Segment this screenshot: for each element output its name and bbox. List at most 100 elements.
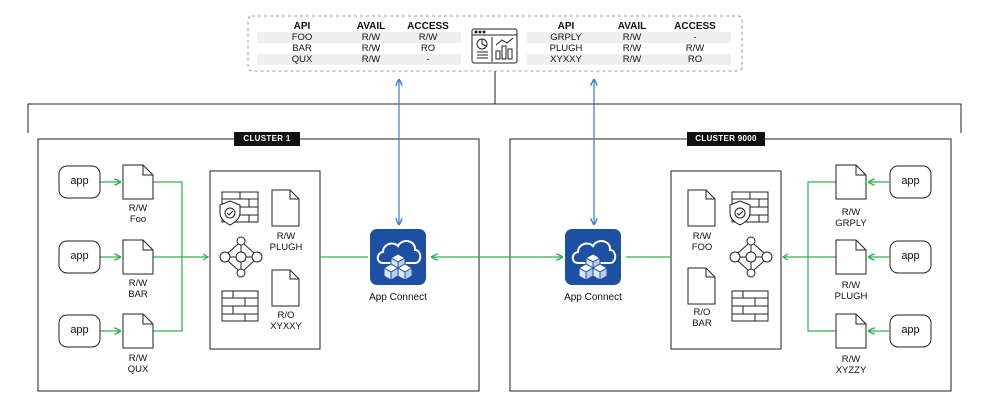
table-cell: - bbox=[693, 32, 697, 43]
column-header-avail: AVAIL bbox=[617, 21, 647, 32]
doc-access: R/W bbox=[128, 203, 148, 214]
doc-access: R/O bbox=[277, 310, 295, 321]
brick-wall-shield-icon bbox=[219, 191, 259, 226]
app-box bbox=[58, 240, 101, 274]
document-icon bbox=[835, 164, 867, 200]
gateway-doc-label: R/W FOO bbox=[676, 231, 728, 253]
gateway-doc-label: R/W PLUGH bbox=[260, 231, 312, 253]
network-router-icon bbox=[219, 236, 263, 278]
document-icon bbox=[271, 189, 300, 227]
app-label[interactable]: app bbox=[901, 324, 920, 336]
column-header-api: API bbox=[557, 21, 575, 32]
table-row: QUX R/W - bbox=[257, 54, 461, 65]
table-cell: GRPLY bbox=[550, 32, 582, 43]
doc-api: BAR bbox=[692, 318, 712, 329]
table-cell: FOO bbox=[291, 32, 313, 43]
document-icon bbox=[687, 189, 716, 227]
document-icon bbox=[835, 313, 867, 349]
doc-label: R/W XYZZY bbox=[826, 354, 876, 376]
table-cell: R/W bbox=[361, 32, 381, 43]
table-row: BAR R/W RO bbox=[257, 43, 461, 54]
doc-api: PLUGH bbox=[834, 291, 868, 302]
table-row: FOO R/W R/W bbox=[257, 32, 461, 43]
doc-label: R/W QUX bbox=[113, 353, 163, 375]
app-label[interactable]: app bbox=[901, 250, 920, 262]
dashboard-icon bbox=[471, 28, 518, 64]
app-box bbox=[889, 314, 932, 348]
document-icon bbox=[271, 269, 300, 307]
table-cell: R/W bbox=[622, 32, 642, 43]
brick-wall-icon bbox=[731, 290, 769, 322]
table-cell: RO bbox=[687, 54, 703, 65]
table-cell: RO bbox=[420, 43, 436, 54]
document-icon bbox=[122, 239, 154, 275]
document-icon bbox=[122, 164, 154, 200]
doc-access: R/W bbox=[692, 231, 712, 242]
doc-api: FOO bbox=[691, 242, 713, 253]
doc-access: R/W bbox=[841, 280, 861, 291]
doc-api: BAR bbox=[128, 289, 148, 300]
column-header-access: ACCESS bbox=[407, 21, 449, 32]
doc-api: QUX bbox=[127, 364, 149, 375]
api-table-left: API AVAIL ACCESS FOO R/W R/W BAR R/W RO … bbox=[257, 21, 461, 65]
document-icon bbox=[687, 267, 716, 305]
doc-access: R/W bbox=[841, 207, 861, 218]
doc-api: GRPLY bbox=[835, 218, 867, 229]
document-icon bbox=[122, 313, 154, 349]
table-cell: R/W bbox=[622, 54, 642, 65]
app-box bbox=[58, 165, 101, 199]
app-connect-cubes-icon bbox=[565, 229, 621, 285]
document-icon bbox=[835, 239, 867, 275]
table-cell: XYXXY bbox=[550, 54, 582, 65]
gateway-doc-label: R/O XYXXY bbox=[260, 310, 312, 332]
table-cell: - bbox=[426, 54, 430, 65]
app-label[interactable]: app bbox=[70, 250, 89, 262]
table-row: XYXXY R/W RO bbox=[527, 54, 731, 65]
doc-api: XYZZY bbox=[835, 365, 867, 376]
gateway-doc-label: R/O BAR bbox=[676, 307, 728, 329]
app-box bbox=[58, 314, 101, 348]
doc-access: R/W bbox=[841, 354, 861, 365]
app-connect-label-left: App Connect bbox=[369, 292, 427, 303]
table-cell: QUX bbox=[291, 54, 313, 65]
doc-access: R/W bbox=[276, 231, 296, 242]
app-label[interactable]: app bbox=[901, 175, 920, 187]
table-header-row: API AVAIL ACCESS bbox=[257, 21, 461, 32]
doc-access: R/W bbox=[128, 278, 148, 289]
table-cell: R/W bbox=[418, 32, 438, 43]
app-connect-label-right: App Connect bbox=[564, 292, 622, 303]
table-row: GRPLY R/W - bbox=[527, 32, 731, 43]
column-header-api: API bbox=[293, 21, 311, 32]
brick-wall-shield-icon bbox=[729, 191, 769, 226]
cluster-1-title: CLUSTER 1 bbox=[234, 132, 300, 146]
doc-api: PLUGH bbox=[269, 242, 303, 253]
network-router-icon bbox=[729, 236, 773, 278]
doc-label: R/W GRPLY bbox=[826, 207, 876, 229]
doc-access: R/W bbox=[128, 353, 148, 364]
doc-api: XYXXY bbox=[270, 321, 302, 332]
app-box bbox=[889, 165, 932, 199]
table-cell: PLUGH bbox=[549, 43, 583, 54]
bracket bbox=[27, 103, 962, 133]
doc-api: Foo bbox=[129, 214, 147, 225]
app-box bbox=[889, 240, 932, 274]
table-cell: BAR bbox=[292, 43, 312, 54]
doc-label: R/W BAR bbox=[113, 278, 163, 300]
doc-label: R/W Foo bbox=[113, 203, 163, 225]
table-cell: R/W bbox=[622, 43, 642, 54]
app-connect-cubes-icon bbox=[370, 229, 426, 285]
table-cell: R/W bbox=[361, 54, 381, 65]
brick-wall-icon bbox=[221, 290, 259, 322]
column-header-access: ACCESS bbox=[674, 21, 716, 32]
green-bus-right bbox=[783, 181, 836, 332]
table-header-row: API AVAIL ACCESS bbox=[527, 21, 731, 32]
app-label[interactable]: app bbox=[70, 175, 89, 187]
cluster-9000-title: CLUSTER 9000 bbox=[687, 132, 765, 146]
table-row: PLUGH R/W R/W bbox=[527, 43, 731, 54]
doc-label: R/W PLUGH bbox=[826, 280, 876, 302]
table-cell: R/W bbox=[685, 43, 705, 54]
doc-access: R/O bbox=[693, 307, 711, 318]
app-label[interactable]: app bbox=[70, 324, 89, 336]
api-table-right: API AVAIL ACCESS GRPLY R/W - PLUGH R/W R… bbox=[527, 21, 731, 65]
